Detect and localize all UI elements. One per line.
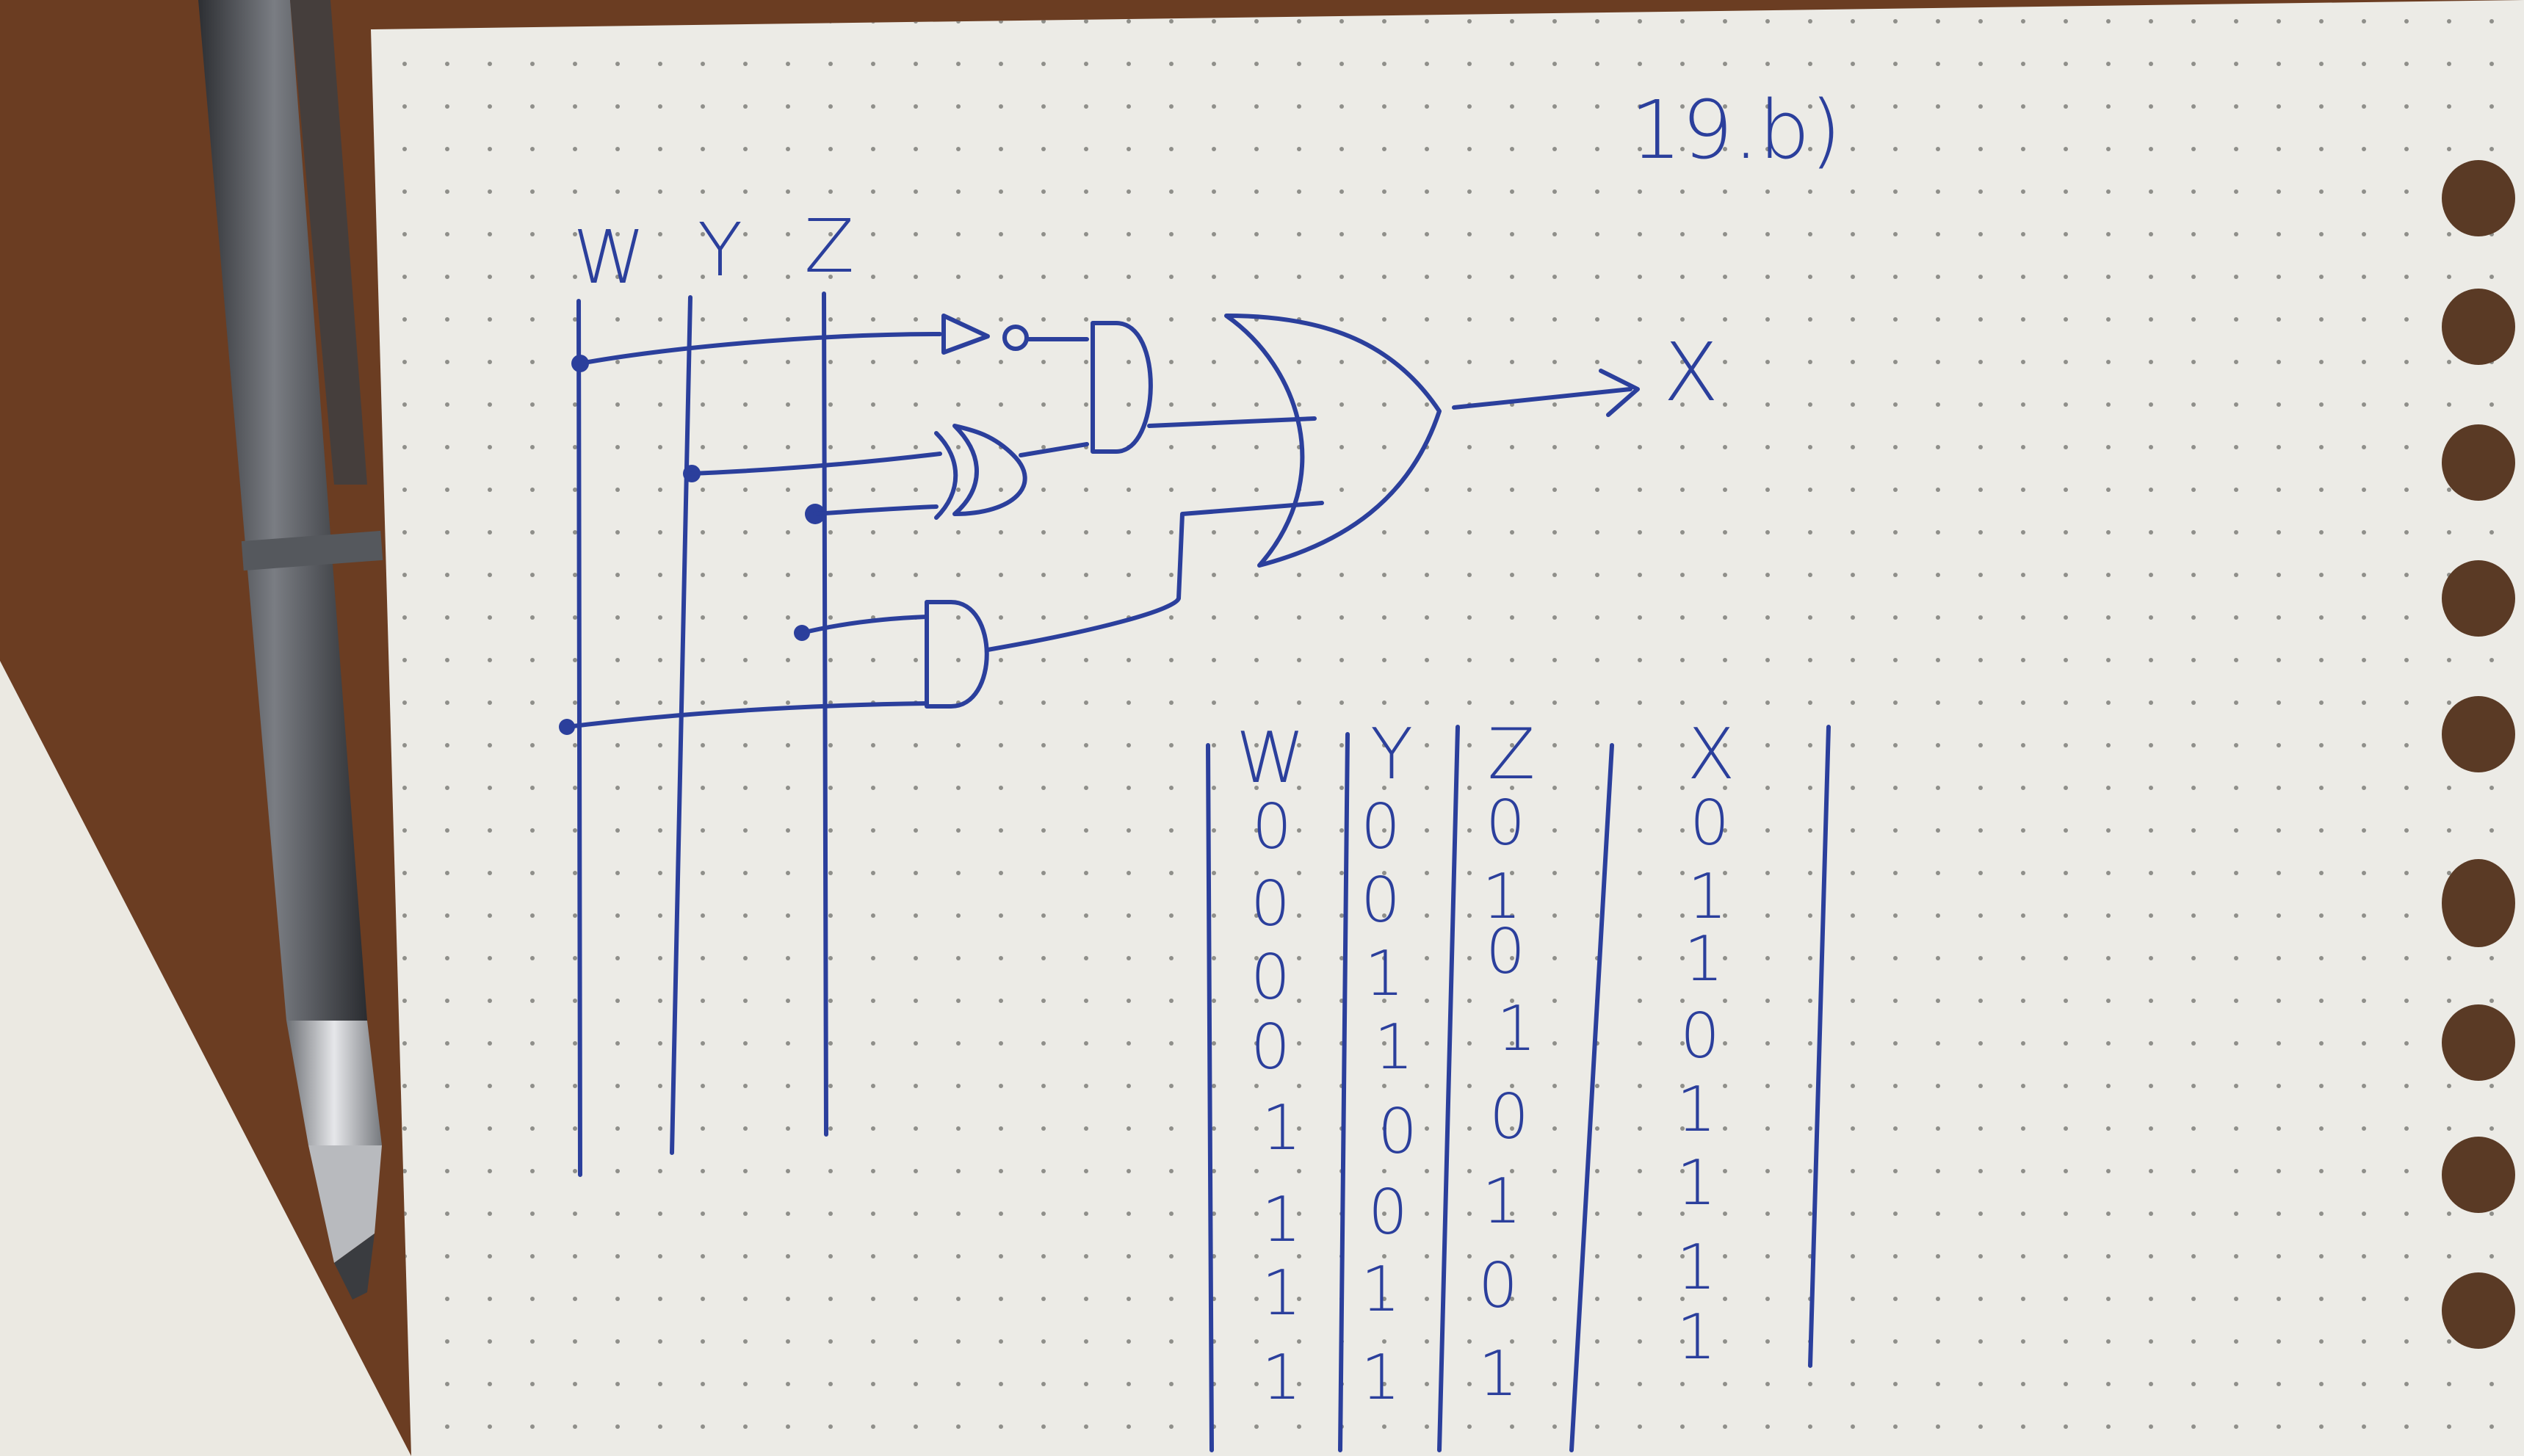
table-header-z: Z: [1487, 714, 1535, 795]
table-cell: 0: [1251, 868, 1290, 941]
table-cell: 0: [1252, 791, 1292, 863]
table-cell: 0: [1361, 864, 1400, 937]
table-divider-3: [1569, 743, 1614, 1452]
table-cell: 0: [1680, 1000, 1720, 1073]
table-cell: 1: [1262, 1257, 1301, 1330]
wire-xor-to-and1: [1019, 442, 1089, 457]
table-cell: 0: [1486, 916, 1525, 988]
table-header-y: Y: [1370, 714, 1413, 795]
table-divider-1: [1338, 732, 1350, 1452]
notebook-page: [371, 0, 2524, 1456]
wire-z-to-xor: [813, 504, 939, 516]
and-gate-2: [925, 600, 989, 709]
table-divider-2: [1437, 725, 1460, 1452]
table-cell: 0: [1368, 1176, 1408, 1249]
table-cell: 1: [1482, 1165, 1522, 1238]
table-cell: 1: [1262, 1092, 1301, 1165]
table-divider-right: [1808, 725, 1831, 1368]
xor-gate: [952, 424, 1027, 516]
table-cell: 0: [1251, 1011, 1290, 1084]
table-cell: 0: [1486, 787, 1525, 860]
table-cell: 1: [1361, 1253, 1400, 1326]
table-cell: 1: [1497, 993, 1536, 1065]
table-cell: 1: [1688, 861, 1727, 933]
table-cell: 0: [1690, 787, 1729, 860]
rail-y: [670, 295, 693, 1155]
table-cell: 1: [1364, 938, 1404, 1010]
table-cell: 0: [1489, 1081, 1529, 1153]
table-cell: 0: [1251, 941, 1290, 1014]
table-divider-left: [1206, 743, 1214, 1452]
wire-and2-to-or: [986, 501, 1324, 652]
input-label-y: Y: [698, 207, 742, 293]
truth-table: W Y Z X 0 0 0 0 0 0 1 1 0 1 0 1 0 1 1 0 …: [1206, 714, 1831, 1452]
table-header-x: X: [1687, 714, 1735, 795]
logic-circuit-diagram: W Y Z: [559, 203, 1718, 1177]
output-arrow: [1452, 369, 1640, 417]
input-label-w: W: [573, 214, 646, 300]
spiral-holes: [2442, 160, 2515, 1349]
table-cell: 1: [1684, 923, 1724, 996]
table-cell: 1: [1262, 1341, 1301, 1414]
table-cell: 1: [1677, 1301, 1716, 1374]
or-gate: [1224, 314, 1442, 568]
table-cell: 1: [1482, 861, 1522, 933]
table-cell: 1: [1478, 1338, 1518, 1410]
table-cell: 1: [1677, 1231, 1716, 1304]
table-cell: 0: [1478, 1250, 1518, 1322]
output-label: X: [1663, 325, 1718, 419]
wire-w-to-and2: [565, 701, 929, 729]
wire-w-to-not: [578, 332, 942, 366]
rail-z: [822, 291, 828, 1137]
table-cell: 1: [1374, 1011, 1414, 1084]
and-gate-1: [1091, 321, 1153, 454]
table-cell: 1: [1361, 1341, 1400, 1414]
xor-gate-back-curve: [934, 431, 958, 520]
table-cell: 0: [1361, 791, 1400, 863]
table-cell: 0: [1378, 1095, 1417, 1168]
rail-w: [576, 299, 582, 1177]
wire-and1-to-or: [1147, 416, 1317, 428]
table-cell: 1: [1677, 1073, 1716, 1146]
problem-heading: 19.b): [1630, 83, 1842, 177]
table-header-w: W: [1236, 718, 1305, 799]
table-cell: 1: [1677, 1147, 1716, 1220]
cardboard-sheet: [0, 661, 411, 1456]
pen: [198, 0, 383, 1300]
wire-y-to-xor: [690, 452, 942, 476]
input-label-z: Z: [804, 203, 855, 289]
table-cell: 1: [1262, 1184, 1301, 1256]
wire-z-to-and2: [800, 615, 929, 635]
not-gate: [941, 314, 990, 355]
